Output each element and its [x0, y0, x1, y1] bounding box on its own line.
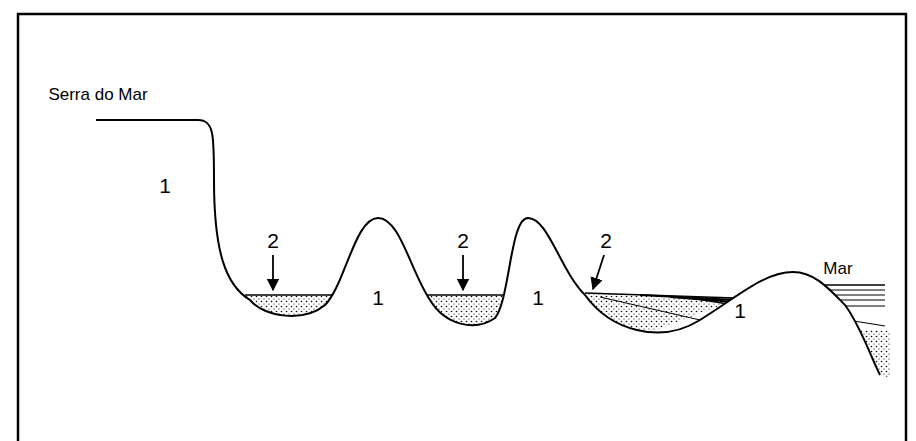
place-name: Serra do Mar: [48, 86, 147, 103]
callout-number: 2: [600, 230, 612, 251]
callout-number: 2: [267, 230, 279, 251]
sediment-layers: [245, 285, 885, 326]
callout-number: 2: [457, 230, 469, 251]
place-name: Mar: [823, 260, 852, 277]
terrain-profile: [96, 120, 880, 375]
callout-number: 1: [532, 287, 544, 308]
callout-number: 1: [734, 300, 746, 321]
sediment-fill: [235, 293, 890, 380]
pointer-arrows: [273, 255, 604, 290]
callout-number: 1: [372, 287, 384, 308]
frame: [18, 14, 906, 441]
callout-number: 1: [159, 175, 171, 196]
